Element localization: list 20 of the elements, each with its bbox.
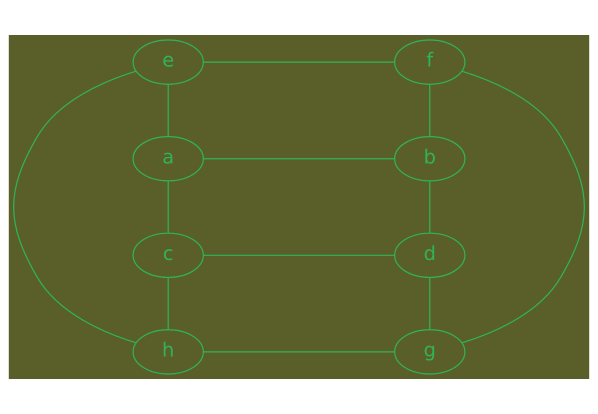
connector <box>429 84 430 136</box>
connector <box>13 70 136 344</box>
connector <box>203 254 394 256</box>
connector <box>429 278 430 330</box>
node-ellipse: c <box>132 232 204 278</box>
node-ellipse: b <box>394 136 466 182</box>
node-ellipse: d <box>394 232 466 278</box>
connector <box>168 181 169 233</box>
node-ellipse: h <box>132 329 204 375</box>
connector <box>203 158 394 160</box>
connector <box>462 70 585 344</box>
node-ellipse: e <box>132 39 204 85</box>
node-ellipse: f <box>394 39 466 85</box>
connector <box>203 62 394 63</box>
connector <box>168 278 169 330</box>
connector <box>429 181 430 233</box>
node-ellipse: g <box>394 329 466 375</box>
connector <box>203 351 394 352</box>
connector <box>168 84 169 136</box>
node-ellipse: a <box>132 136 204 182</box>
